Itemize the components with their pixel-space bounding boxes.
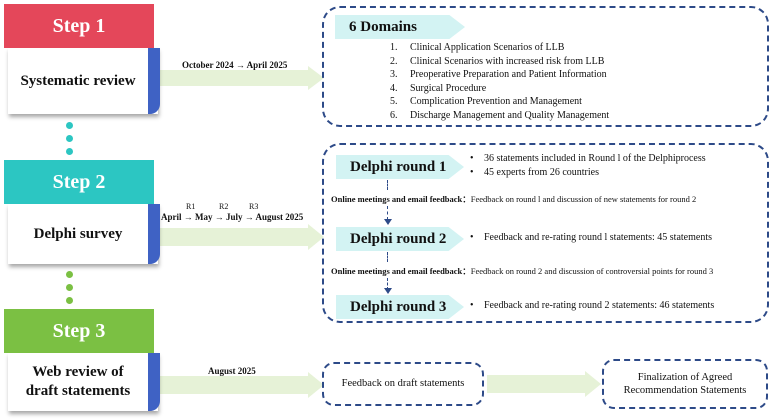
delphi-round3-title: Delphi round 3 bbox=[336, 295, 464, 319]
round-tag-r2: R2 bbox=[219, 202, 229, 211]
step3-header-label: Step 3 bbox=[52, 319, 106, 342]
connector-dot bbox=[66, 122, 73, 129]
step2-card-label: Delphi survey bbox=[33, 225, 123, 242]
round3-bullet-1: •Feedback and re-rating round 2 statemen… bbox=[470, 300, 715, 311]
step1-card-label: Systematic review bbox=[20, 72, 136, 89]
round-tag-r1: R1 bbox=[186, 202, 196, 211]
step3-card: Web review of draft statements bbox=[8, 353, 160, 411]
step3-header: Step 3 bbox=[4, 309, 154, 353]
connector-dot bbox=[66, 148, 73, 155]
round1-bullet-1: •36 statements included in Round l of th… bbox=[470, 153, 706, 164]
finalization-box bbox=[602, 359, 768, 409]
domain-item: 4.Surgical Procedure bbox=[390, 82, 487, 94]
feedback2-line: Online meetings and email feedback：Feedb… bbox=[331, 266, 714, 276]
round2-bullet-1: •Feedback and re-rating round l statemen… bbox=[470, 232, 712, 243]
domains-box bbox=[322, 6, 769, 127]
domains-list: 1.Clinical Application Scenarios of LLB … bbox=[390, 41, 609, 122]
delphi-round1-title: Delphi round 1 bbox=[336, 155, 464, 179]
step2-timeline: April → May → July → August 2025 bbox=[161, 212, 304, 222]
step2-arrow bbox=[160, 224, 324, 250]
delphi-round2-title: Delphi round 2 bbox=[336, 227, 464, 251]
step1-header: Step 1 bbox=[4, 4, 154, 48]
feedback1-line: Online meetings and email feedback：Feedb… bbox=[331, 194, 697, 204]
step1-timeline: October 2024 → April 2025 bbox=[182, 60, 288, 70]
step3-card-line2: draft statements bbox=[25, 383, 131, 399]
domain-item: 6.Discharge Management and Quality Manag… bbox=[390, 109, 610, 121]
step3-card-line1: Web review of bbox=[32, 364, 124, 380]
connector-dot bbox=[66, 271, 73, 278]
domain-item: 5.Complication Prevention and Management bbox=[390, 96, 582, 107]
final-arrow bbox=[487, 371, 601, 397]
step3-card-label: Web review of draft statements bbox=[8, 353, 148, 411]
connector-dot bbox=[66, 284, 73, 291]
connector-dot bbox=[66, 297, 73, 304]
step3-arrow bbox=[160, 372, 324, 398]
flow-connector bbox=[387, 206, 388, 220]
step3-timeline: August 2025 bbox=[208, 366, 256, 376]
flow-connector bbox=[387, 180, 388, 190]
step3-card-edge bbox=[148, 353, 160, 411]
down-arrow-icon bbox=[384, 219, 392, 225]
down-arrow-icon bbox=[384, 288, 392, 294]
connector-dot bbox=[66, 135, 73, 142]
domain-item: 3.Preoperative Preparation and Patient I… bbox=[390, 69, 607, 80]
round-tag-r3: R3 bbox=[249, 202, 259, 211]
step2-card: Delphi survey bbox=[8, 204, 160, 264]
flow-connector bbox=[387, 252, 388, 262]
step1-card-edge bbox=[148, 48, 160, 114]
round1-bullet-2: •45 experts from 26 countries bbox=[470, 167, 599, 178]
finalization-text: Finalization of Agreed Recommendation St… bbox=[623, 372, 747, 396]
step2-card-edge bbox=[148, 204, 160, 264]
flow-connector bbox=[387, 278, 388, 290]
step2-header: Step 2 bbox=[4, 160, 154, 204]
delphi-box bbox=[322, 143, 769, 323]
draft-feedback-text: Feedback on draft statements bbox=[341, 378, 465, 389]
step1-card: Systematic review bbox=[8, 48, 160, 114]
draft-feedback-box bbox=[322, 362, 484, 406]
step1-header-label: Step 1 bbox=[52, 14, 106, 37]
domains-title: 6 Domains bbox=[335, 15, 465, 39]
step2-header-label: Step 2 bbox=[52, 170, 106, 193]
step1-arrow bbox=[160, 66, 324, 90]
domain-item: 2.Clinical Scenarios with increased risk… bbox=[390, 55, 605, 67]
domain-item: 1.Clinical Application Scenarios of LLB bbox=[390, 42, 565, 53]
